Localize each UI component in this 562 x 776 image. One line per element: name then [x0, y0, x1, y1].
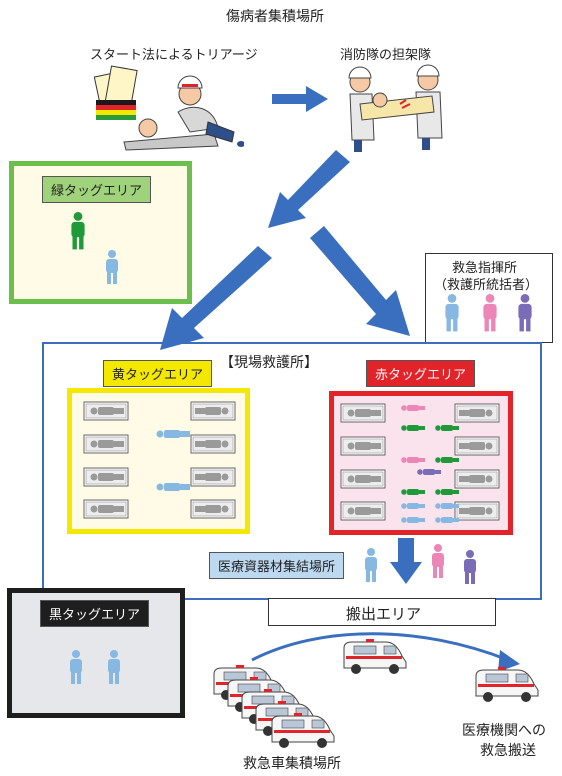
- red-area-label: 赤タッグエリア: [366, 360, 476, 387]
- red-bed-right-3: [454, 469, 500, 489]
- carry-out-area: [268, 598, 496, 626]
- yellow-staff-2: [156, 483, 190, 491]
- red-staff-3: [435, 425, 459, 431]
- yellow-bed-left-3-patient: [90, 473, 124, 481]
- yellow-bed-right-3-patient: [195, 473, 229, 481]
- red-bed-right-2-patient: [459, 442, 493, 450]
- stretcher-label: 消防隊の担架隊: [340, 48, 432, 63]
- yellow-bed-right-2-patient: [195, 440, 229, 448]
- ambulance-5: [271, 713, 335, 748]
- red-bed-left-1-patient: [347, 409, 381, 417]
- red-bed-left-3-patient: [347, 475, 381, 483]
- yellow-bed-left-1-patient: [90, 407, 124, 415]
- red-bed-left-4-patient: [347, 507, 381, 515]
- red-bed-right-1: [454, 403, 500, 423]
- yellow-staff-1: [156, 430, 190, 438]
- triage-label: スタート法によるトリアージ: [90, 48, 258, 63]
- carry-out-label: 搬出エリア: [346, 605, 422, 623]
- black-area-person-1: [70, 650, 82, 684]
- green-area-person-blue: [106, 250, 118, 284]
- command-person-blue: [445, 294, 459, 332]
- supplies-person-pink: [432, 544, 444, 578]
- red-staff-5: [435, 457, 459, 463]
- supplies-label: 医療資器材集結場所: [209, 552, 345, 579]
- command-subtitle: （救護所統括者）: [434, 278, 539, 293]
- red-bed-left-1: [340, 403, 386, 423]
- red-bed-left-4: [340, 501, 386, 521]
- red-staff-9: [401, 503, 425, 509]
- yellow-bed-right-2: [190, 434, 236, 454]
- command-title: 救急指揮所: [452, 261, 518, 276]
- field-aid-station-title: 【現場救護所】: [218, 352, 320, 372]
- red-bed-right-2: [454, 436, 500, 456]
- red-bed-left-2-patient: [347, 442, 381, 450]
- red-bed-right-4-patient: [459, 507, 493, 515]
- red-staff-4: [401, 457, 425, 463]
- yellow-bed-left-2: [83, 434, 129, 454]
- red-bed-right-4: [454, 501, 500, 521]
- red-staff-6: [417, 469, 441, 475]
- yellow-bed-left-4: [83, 499, 129, 519]
- green-area-person-green: [71, 212, 85, 250]
- page-title: 傷病者集積場所: [226, 9, 324, 25]
- yellow-bed-left-4-patient: [90, 505, 124, 513]
- green-area-label: 緑タッグエリア: [42, 176, 152, 203]
- arrow-down: [390, 538, 422, 584]
- red-bed-right-1-patient: [459, 409, 493, 417]
- command-person-purple: [518, 294, 532, 332]
- yellow-bed-left-2-patient: [90, 440, 124, 448]
- stretcher-illustration: [348, 64, 443, 152]
- yellow-bed-right-3: [190, 467, 236, 487]
- black-area-person-2: [108, 650, 120, 684]
- red-bed-left-3: [340, 469, 386, 489]
- red-staff-11: [401, 517, 425, 523]
- supplies-person-purple: [464, 550, 476, 584]
- red-staff-8: [435, 489, 459, 495]
- triage-illustration: [94, 65, 244, 151]
- red-bed-left-2: [340, 436, 386, 456]
- ambulance-pool-label: 救急車集積場所: [243, 756, 341, 772]
- yellow-bed-left-1: [83, 401, 129, 421]
- transport-line1: 医療機関への: [462, 723, 546, 739]
- red-bed-right-3-patient: [459, 475, 493, 483]
- yellow-bed-right-4: [190, 499, 236, 519]
- red-staff-10: [435, 503, 459, 509]
- red-staff-1: [401, 405, 425, 411]
- supplies-person-blue: [365, 548, 377, 582]
- ambulance-6: [343, 639, 407, 674]
- arrow-right: [272, 86, 328, 112]
- yellow-bed-right-1: [190, 401, 236, 421]
- red-staff-2: [401, 425, 425, 431]
- command-person-pink: [483, 294, 497, 332]
- red-staff-12: [435, 517, 459, 523]
- ambulance-7: [475, 667, 539, 702]
- yellow-bed-left-3: [83, 467, 129, 487]
- black-area-label: 黒タッグエリア: [40, 600, 150, 627]
- yellow-bed-right-4-patient: [195, 505, 229, 513]
- red-staff-7: [401, 489, 425, 495]
- yellow-area-label: 黄タッグエリア: [103, 360, 213, 387]
- flow-arrows: [160, 150, 410, 350]
- yellow-bed-right-1-patient: [195, 407, 229, 415]
- transport-line2: 救急搬送: [480, 743, 536, 759]
